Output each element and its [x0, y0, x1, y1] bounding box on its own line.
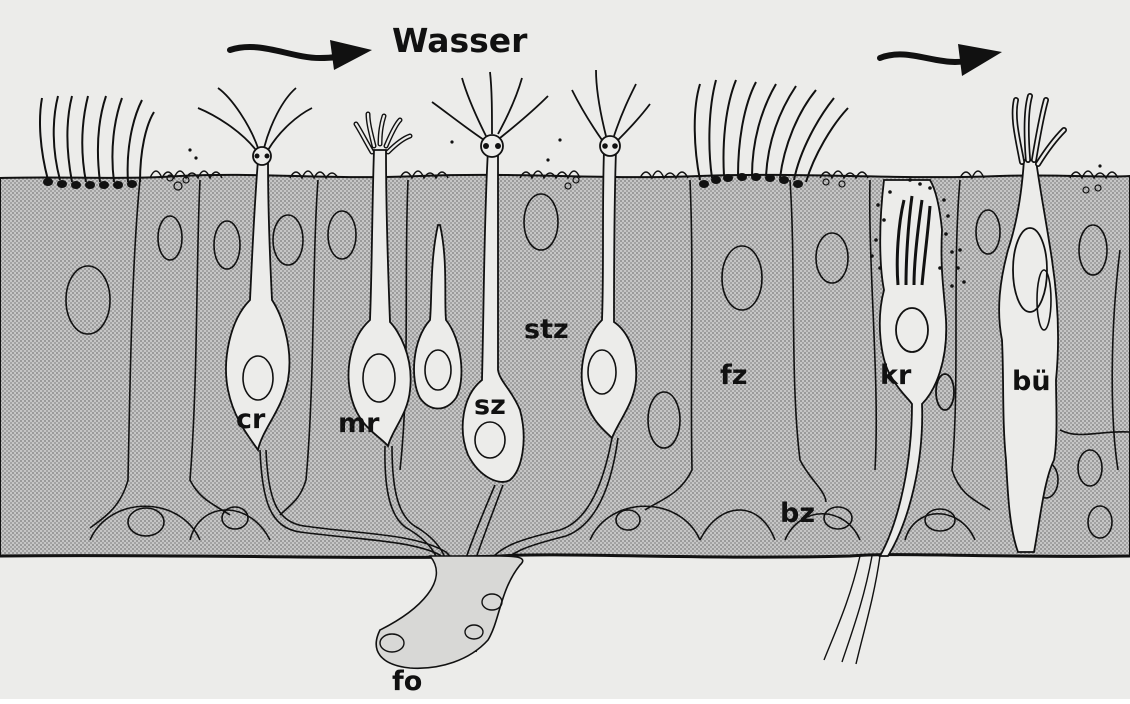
label-kr: kr	[880, 360, 912, 391]
label-bu: bü	[1012, 366, 1051, 397]
label-fo: fo	[392, 666, 422, 697]
epithelium-layer	[0, 175, 1130, 558]
label-bz: bz	[780, 498, 815, 529]
label-cr: cr	[236, 404, 266, 435]
label-sz: sz	[474, 390, 506, 421]
label-wasser: Wasser	[392, 21, 528, 60]
label-fz: fz	[720, 360, 747, 391]
label-mr: mr	[338, 408, 380, 439]
label-stz: stz	[524, 314, 569, 345]
